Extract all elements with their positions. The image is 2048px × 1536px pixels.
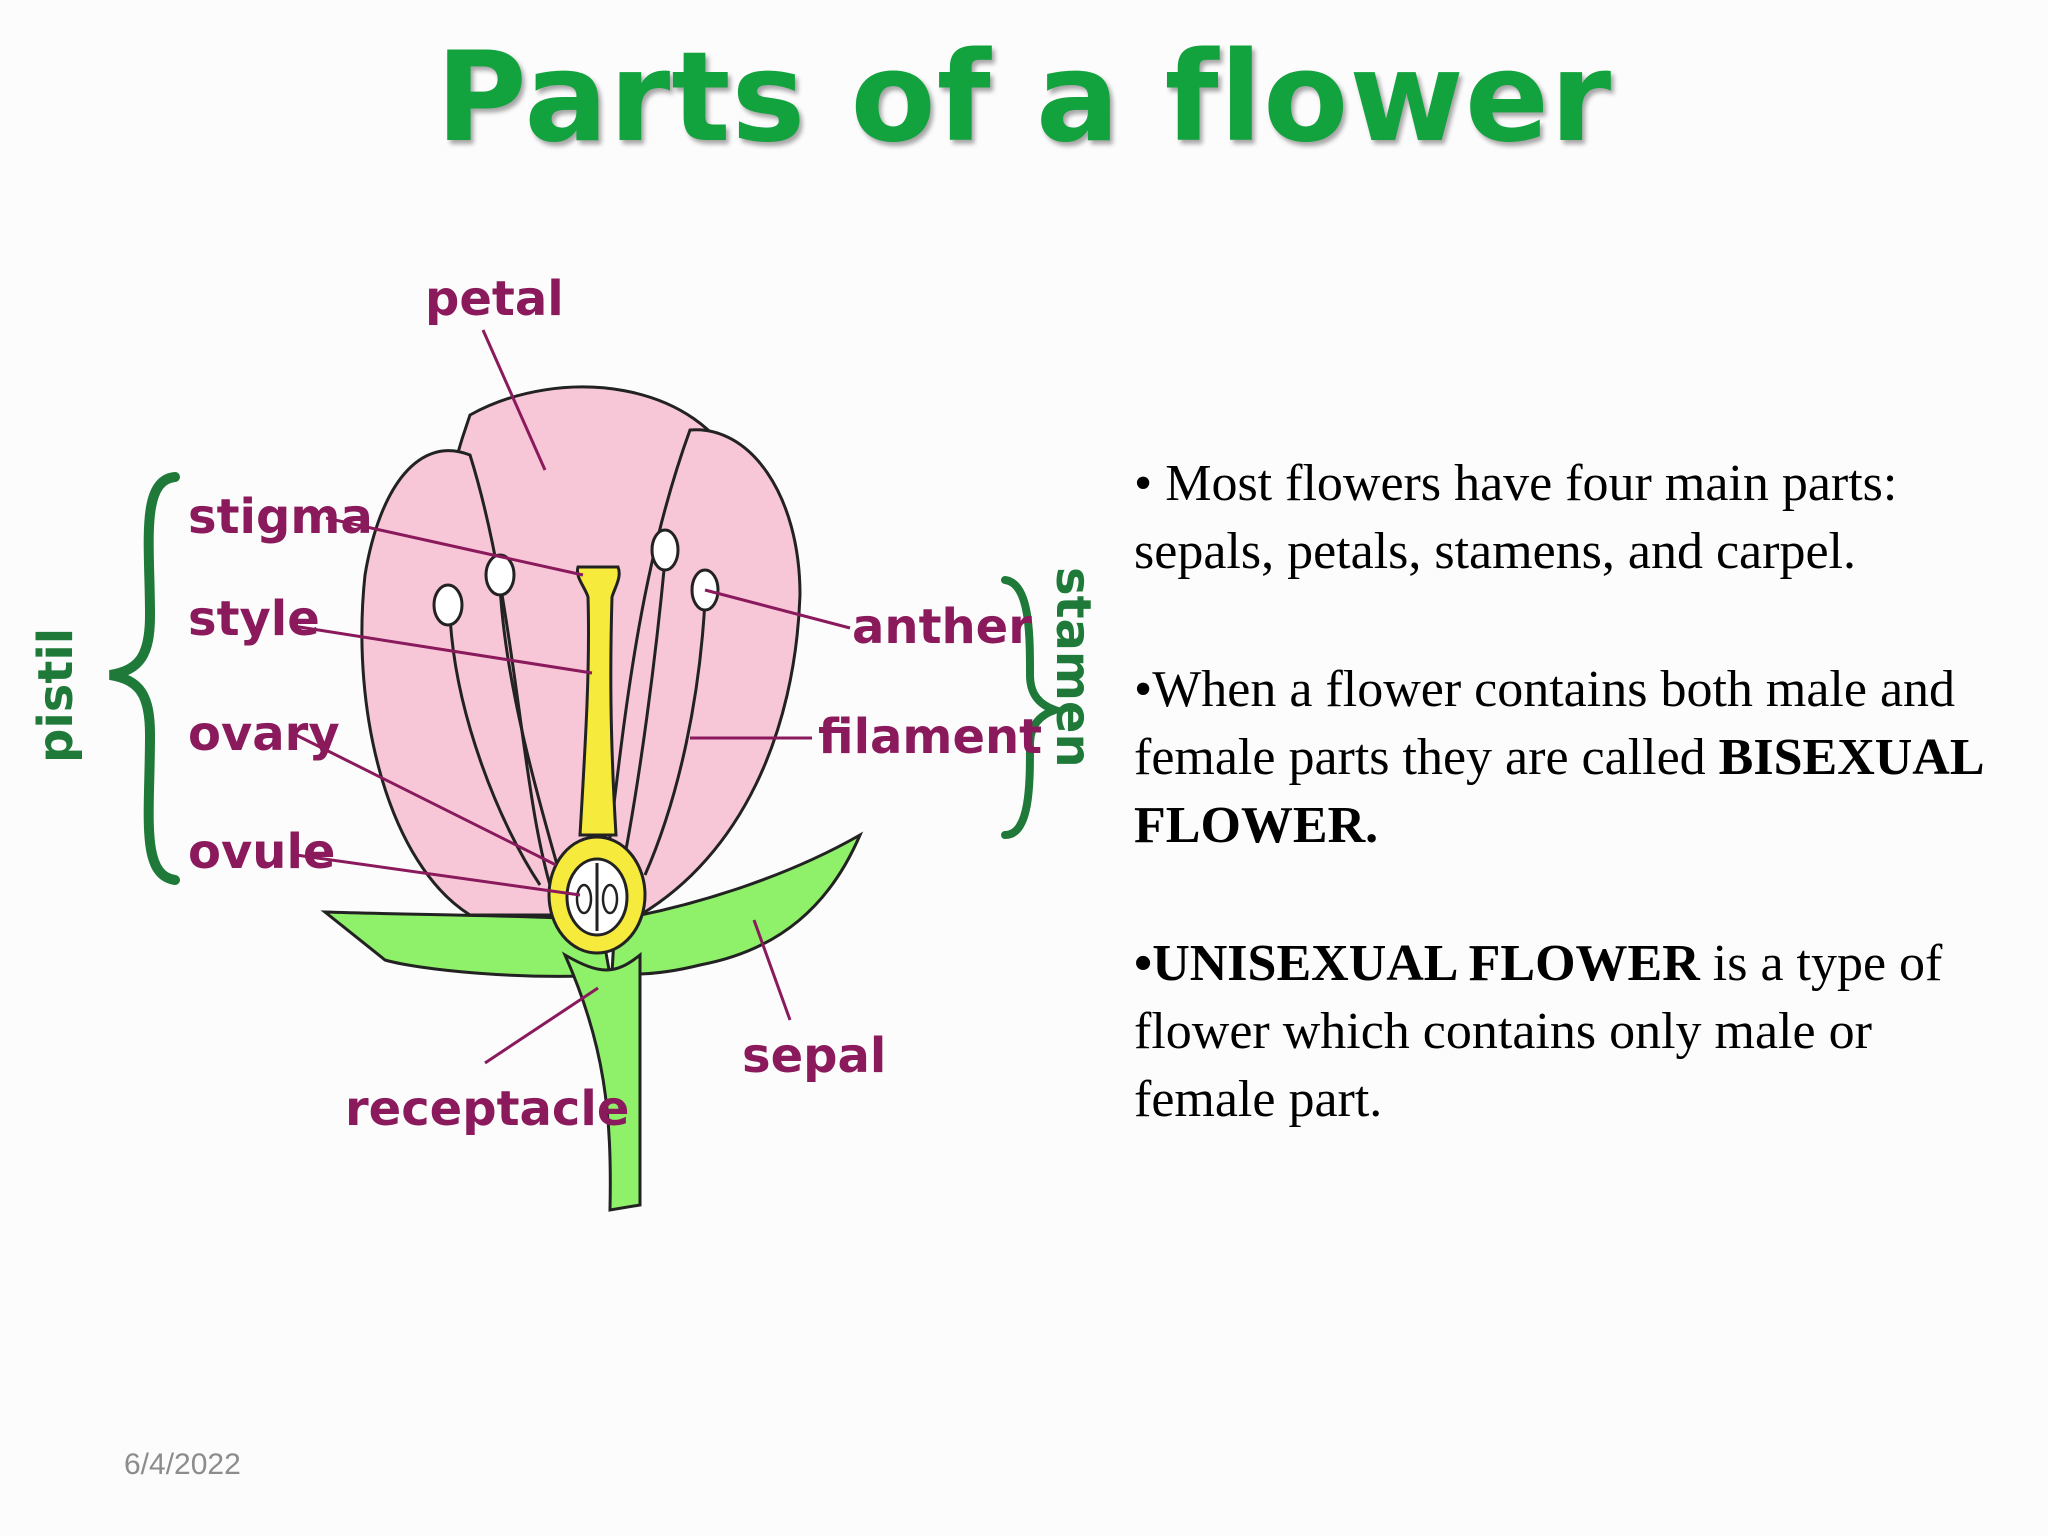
pointer-style	[292, 624, 593, 675]
paragraph-bisexual: •When a flower contains both male and fe…	[1134, 656, 2014, 860]
petal-right-shape	[598, 428, 802, 917]
anther-2	[484, 553, 516, 597]
label-pistil: pistil	[28, 628, 84, 763]
anther-3	[650, 528, 680, 572]
label-receptacle: receptacle	[345, 1081, 629, 1137]
unisexual-definition-text: is a type of flower which contains only …	[1134, 935, 1943, 1128]
paragraph-unisexual: •UNISEXUAL FLOWER is a type of flower wh…	[1134, 930, 2014, 1134]
pointer-ovule	[295, 853, 581, 897]
pointer-receptacle	[484, 986, 599, 1065]
label-filament: filament	[818, 709, 1042, 765]
label-style: style	[188, 591, 320, 647]
slide-title: Parts of a flower	[435, 26, 1613, 170]
pistil-shape	[575, 565, 621, 837]
label-ovule: ovule	[188, 824, 335, 880]
bisexual-intro-text: •When a flower contains both male and fe…	[1134, 661, 1956, 786]
pointer-stigma	[325, 516, 584, 577]
label-ovary: ovary	[188, 706, 340, 762]
label-stigma: stigma	[188, 489, 373, 545]
petal-left-shape	[360, 449, 563, 917]
pointer-anther	[704, 588, 851, 630]
pointer-sepal	[752, 919, 792, 1021]
filament-3	[623, 559, 667, 856]
slide-date: 6/4/2022	[124, 1448, 241, 1481]
anther-1	[432, 583, 464, 627]
unisexual-flower-term: •UNISEXUAL FLOWER	[1134, 935, 1700, 992]
stamen-bracket	[1001, 576, 1068, 839]
ovule-1	[575, 883, 593, 915]
label-stamen: stamen	[1045, 567, 1101, 768]
filament-4	[643, 599, 707, 876]
flower-diagram: petal stigma style ovary ovule anther fi…	[0, 215, 1120, 1225]
bisexual-flower-term: BISEXUAL FLOWER.	[1134, 729, 1982, 854]
sepal-right-shape	[610, 831, 864, 976]
pointer-ovary	[295, 733, 557, 867]
ovule-2	[601, 883, 619, 915]
label-anther: anther	[852, 599, 1032, 655]
stem-shape	[561, 951, 642, 1212]
filament-1	[448, 614, 542, 886]
pistil-bracket	[109, 472, 180, 885]
filament-2	[498, 584, 562, 876]
flower-diagram-svg: petal stigma style ovary ovule anther fi…	[28, 271, 1101, 1212]
paragraph-four-parts: • Most flowers have four main parts: sep…	[1134, 455, 1898, 580]
text-panel: • Most flowers have four main parts: sep…	[1134, 450, 2014, 1204]
label-sepal: sepal	[742, 1028, 886, 1084]
label-petal: petal	[425, 271, 564, 327]
pointer-petal	[481, 329, 547, 471]
